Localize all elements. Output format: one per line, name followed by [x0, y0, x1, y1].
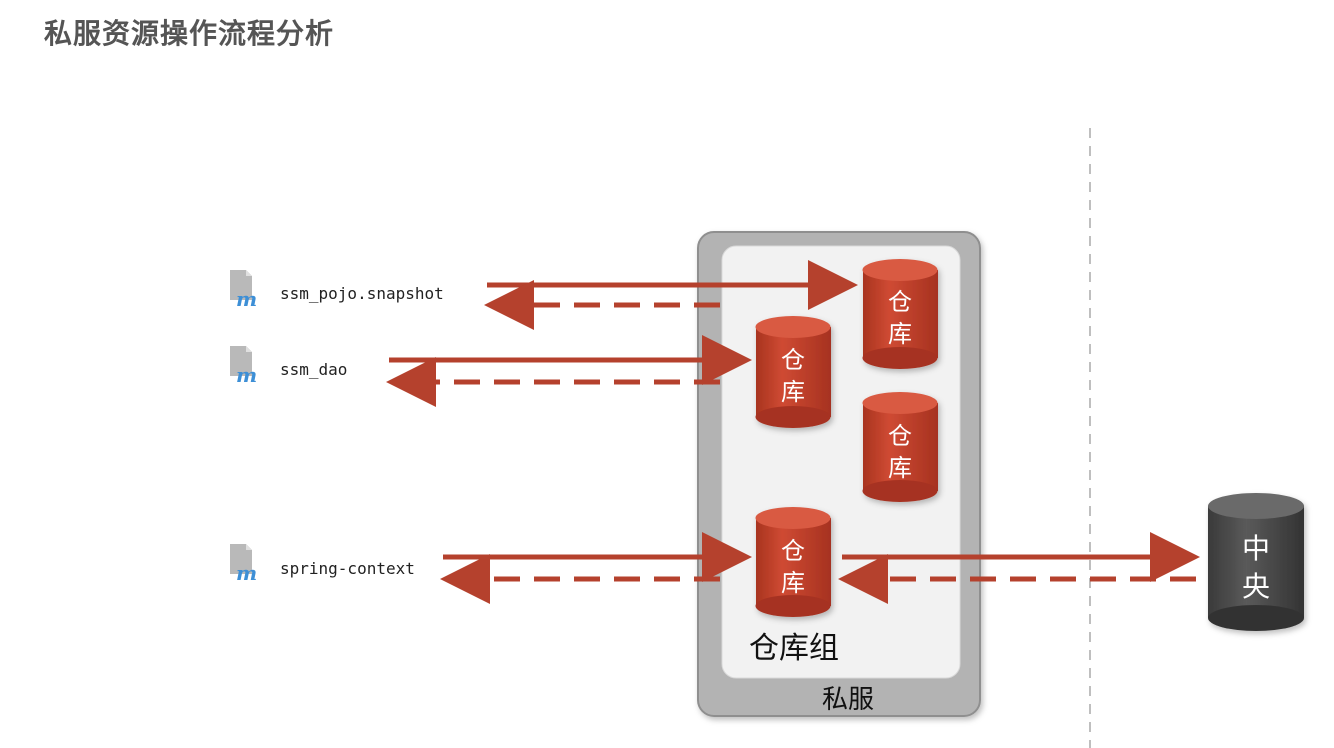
module-ssm-dao: m ssm_dao: [230, 346, 347, 387]
maven-module-icon: m: [230, 346, 257, 387]
module-name: ssm_dao: [280, 360, 347, 379]
page-title: 私服资源操作流程分析: [44, 17, 335, 50]
maven-module-icon: m: [230, 270, 257, 311]
module-name: spring-context: [280, 559, 415, 578]
module-ssm-pojo-snapshot: m ssm_pojo.snapshot: [230, 270, 444, 311]
repository-label-line2: 库: [781, 569, 805, 597]
repository-label-line2: 库: [888, 454, 912, 482]
central-label-line1: 中: [1242, 532, 1270, 565]
repository-cylinder-hosted-snapshot: 仓 库: [862, 259, 938, 369]
svg-text:m: m: [236, 287, 257, 311]
arrows: [386, 260, 1200, 604]
repository-group-label: 仓库组: [749, 631, 839, 666]
repository-label-line2: 库: [888, 320, 912, 348]
central-repository-cylinder: 中 央: [1208, 493, 1304, 631]
private-server-label: 私服: [822, 685, 874, 715]
module-spring-context: m spring-context: [230, 544, 415, 585]
repository-label-line2: 库: [781, 378, 805, 406]
central-label-line2: 央: [1242, 570, 1270, 603]
svg-text:m: m: [236, 561, 257, 585]
repository-cylinder-third-party: 仓 库: [862, 392, 938, 502]
module-name: ssm_pojo.snapshot: [280, 284, 444, 303]
repository-label-line1: 仓: [781, 537, 805, 565]
repository-cylinder-proxy: 仓 库: [755, 507, 831, 617]
repository-label-line1: 仓: [888, 422, 912, 450]
repository-label-line1: 仓: [888, 288, 912, 316]
repository-cylinder-hosted-release: 仓 库: [755, 316, 831, 428]
svg-text:m: m: [236, 363, 257, 387]
repository-label-line1: 仓: [781, 346, 805, 374]
maven-module-icon: m: [230, 544, 257, 585]
